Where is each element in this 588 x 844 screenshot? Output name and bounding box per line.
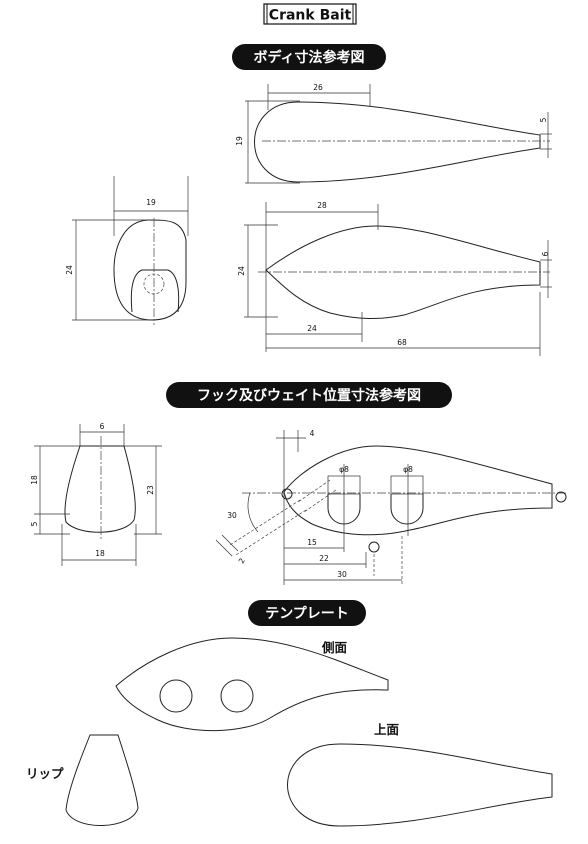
dim-side-tail: 6: [541, 251, 550, 256]
label-side: 側面: [321, 640, 348, 655]
dim-angle: 30: [227, 511, 237, 520]
dim-side-peak: 28: [317, 201, 327, 210]
dim-lip-gap: 5: [30, 521, 39, 526]
lip-dimension-view: 6 18 5 23 18: [30, 422, 162, 566]
label-top: 上面: [374, 722, 400, 737]
dim-hole2: φ8: [403, 465, 413, 474]
dim-side-belly: 24: [307, 324, 317, 333]
dim-thickness: 2: [237, 556, 247, 565]
body-front-view: 19 24: [65, 176, 189, 325]
dim-top-length: 26: [313, 83, 323, 92]
section-title-template: テンプレート: [265, 606, 349, 622]
dim-side-height: 24: [237, 266, 246, 276]
template-lip: リップ: [26, 734, 139, 826]
dim-side-total: 68: [397, 338, 407, 347]
dim-top-tail: 5: [539, 117, 548, 122]
dim-lip-width: 18: [95, 549, 105, 558]
dim-front-height: 24: [65, 265, 74, 275]
template-top: 上面: [287, 722, 553, 827]
dim-eye: 4: [310, 429, 315, 438]
page-title: Crank Bait: [269, 8, 352, 24]
body-top-view: 19 26 5: [235, 83, 552, 184]
body-side-view: 24 28 6 24 68: [237, 201, 552, 356]
hook-weight-view: φ8 φ8 2 30 4 15 22 30: [215, 429, 567, 586]
label-lip: リップ: [26, 766, 64, 781]
section-header-template: テンプレート: [248, 600, 366, 626]
dim-front-width: 19: [146, 198, 156, 207]
dim-lip-h1: 18: [30, 475, 39, 485]
dim-22: 22: [319, 554, 329, 563]
section-header-hook: フック及びウェイト位置寸法参考図: [166, 382, 452, 408]
dim-lip-top: 6: [100, 422, 105, 431]
section-header-body: ボディ寸法参考図: [232, 44, 386, 70]
page-title-box: Crank Bait: [263, 3, 357, 25]
template-side: 側面: [115, 637, 389, 732]
section-title-body: ボディ寸法参考図: [253, 49, 364, 66]
dim-15: 15: [307, 538, 317, 547]
dim-lip-h2: 23: [146, 485, 155, 495]
dim-hole1: φ8: [339, 465, 349, 474]
dim-top-height: 19: [235, 136, 244, 146]
dim-30: 30: [337, 570, 347, 579]
section-title-hook: フック及びウェイト位置寸法参考図: [197, 387, 421, 404]
